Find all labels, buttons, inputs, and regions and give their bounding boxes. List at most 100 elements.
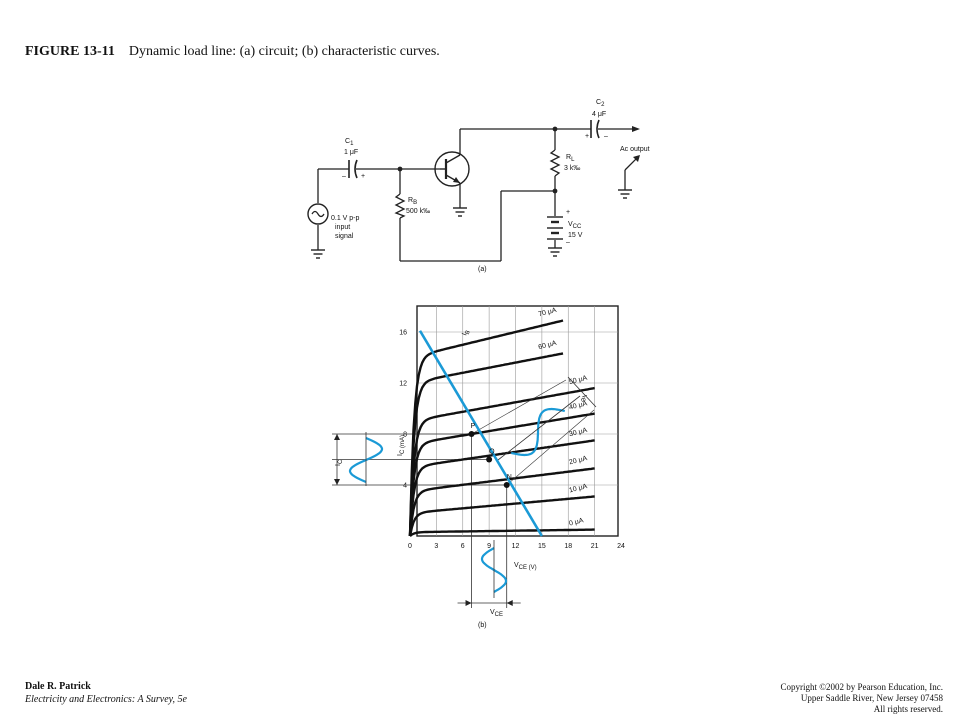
c2-value: 4 μF	[592, 111, 606, 118]
c1-plus: +	[361, 173, 365, 180]
curve-label: 10 μA	[568, 483, 588, 494]
grid-lines	[417, 306, 618, 536]
capacitor-c2-icon	[590, 119, 600, 139]
x-tick-label: 3	[434, 543, 438, 550]
y-tick-label: 8	[403, 432, 407, 439]
capacitor-c1-icon	[348, 159, 358, 179]
rb-label: RB	[408, 197, 417, 206]
vcc-junction-dot	[552, 188, 558, 194]
ib-projection	[471, 379, 567, 435]
curve-label: 50 μA	[568, 375, 588, 386]
c1-value: 1 μF	[344, 149, 358, 156]
ib-curve	[408, 386, 595, 537]
vce-dimension-arrow-icon	[506, 600, 513, 606]
vcc-minus: –	[566, 239, 570, 246]
output-arrow-line	[624, 157, 638, 171]
operating-point-q	[486, 456, 493, 463]
ib-curve	[408, 352, 564, 537]
collector-junction-dot	[552, 126, 558, 132]
x-tick-label: 9	[487, 543, 491, 550]
ib-curve	[408, 319, 564, 537]
y-tick-label: 16	[399, 330, 407, 337]
source-line2: input	[335, 224, 350, 231]
point-label: P	[471, 423, 476, 430]
operating-point-p	[468, 431, 475, 437]
figure-number: FIGURE 13-11	[25, 44, 115, 59]
c2-label: C2	[596, 99, 605, 108]
y-axis-label: IC (mA)	[397, 435, 406, 456]
ib-curve	[409, 528, 595, 537]
rb-value: 500 k‰	[406, 208, 430, 215]
ground-icon-emitter	[453, 207, 467, 217]
ib-waveform	[510, 407, 566, 457]
curve-label: 30 μA	[568, 427, 588, 438]
author: Dale R. Patrick	[25, 681, 91, 692]
c1-minus: –	[342, 173, 346, 180]
ic-dimension-arrow-icon	[334, 479, 340, 485]
c2-minus: –	[604, 133, 608, 140]
point-label: Q	[489, 449, 495, 456]
x-tick-label: 24	[617, 543, 625, 550]
x-tick-label: 18	[564, 543, 572, 550]
part-b-label: (b)	[478, 622, 487, 629]
base-current-curves	[408, 319, 595, 537]
curve-label: 60 μA	[538, 340, 558, 351]
curve-label: 0 μA	[568, 517, 584, 527]
x-tick-label: 12	[512, 543, 520, 550]
curve-label: 20 μA	[568, 455, 588, 466]
output-arrow-icon	[632, 126, 640, 132]
figure-caption: Dynamic load line: (a) circuit; (b) char…	[128, 44, 440, 59]
vcc-plus: +	[566, 209, 570, 216]
curve-label: 40 μA	[568, 400, 588, 411]
ic-swing-label: IC	[335, 459, 344, 466]
operating-points: P Q N	[468, 423, 512, 488]
book-title: Electricity and Electronics: A Survey, 5…	[25, 694, 187, 705]
ac-output-label: Ac output	[620, 146, 650, 153]
plot-area	[416, 305, 619, 537]
c1-label: C1	[345, 138, 354, 147]
resistor-rl-icon	[549, 149, 561, 177]
operating-point-n	[503, 482, 510, 488]
vce-swing-label: VCE	[490, 609, 503, 618]
copyright: Copyright ©2002 by Pearson Education, In…	[780, 682, 943, 692]
signal-waveforms	[334, 376, 597, 606]
address: Upper Saddle River, New Jersey 07458	[800, 693, 943, 703]
x-axis-label: VCE (V)	[514, 562, 537, 571]
x-tick-label: 21	[591, 543, 599, 550]
part-a-label: (a)	[478, 266, 487, 273]
ib-curve	[408, 495, 595, 537]
ib-projection	[506, 409, 595, 486]
base-junction-dot	[397, 166, 403, 172]
footer-right: Copyright ©2002 by Pearson Education, In…	[780, 682, 943, 715]
ground-icon-source	[311, 249, 325, 259]
resistor-rb-icon	[394, 193, 406, 219]
point-label: N	[507, 474, 512, 481]
vcc-label: VCC	[568, 221, 582, 230]
x-tick-label: 15	[538, 543, 546, 550]
output-tip-icon	[633, 155, 640, 162]
ib-swing-label: IB	[578, 394, 588, 403]
x-tick-label: 0	[408, 543, 412, 550]
ib-waveform-axis	[497, 395, 581, 461]
ib-curve	[408, 467, 595, 537]
x-tick-label: 6	[461, 543, 465, 550]
ic-dimension-arrow-icon	[334, 434, 340, 440]
ground-icon-output	[618, 189, 632, 199]
rl-value: 3 k‰	[564, 165, 580, 172]
emitter-arrow-icon	[453, 177, 460, 183]
circuit-wires	[317, 128, 634, 262]
ac-source-icon	[307, 203, 329, 225]
load-line	[418, 330, 543, 537]
y-tick-label: 12	[399, 381, 407, 388]
c2-plus: +	[585, 133, 589, 140]
battery-vcc-icon	[547, 216, 563, 240]
rl-label: RL	[566, 154, 575, 163]
source-line1: 0.1 V p-p	[331, 215, 360, 222]
projection-lines	[332, 433, 508, 608]
figure-title: FIGURE 13-11 Dynamic load line: (a) circu…	[25, 44, 440, 60]
vcc-value: 15 V	[568, 232, 583, 239]
